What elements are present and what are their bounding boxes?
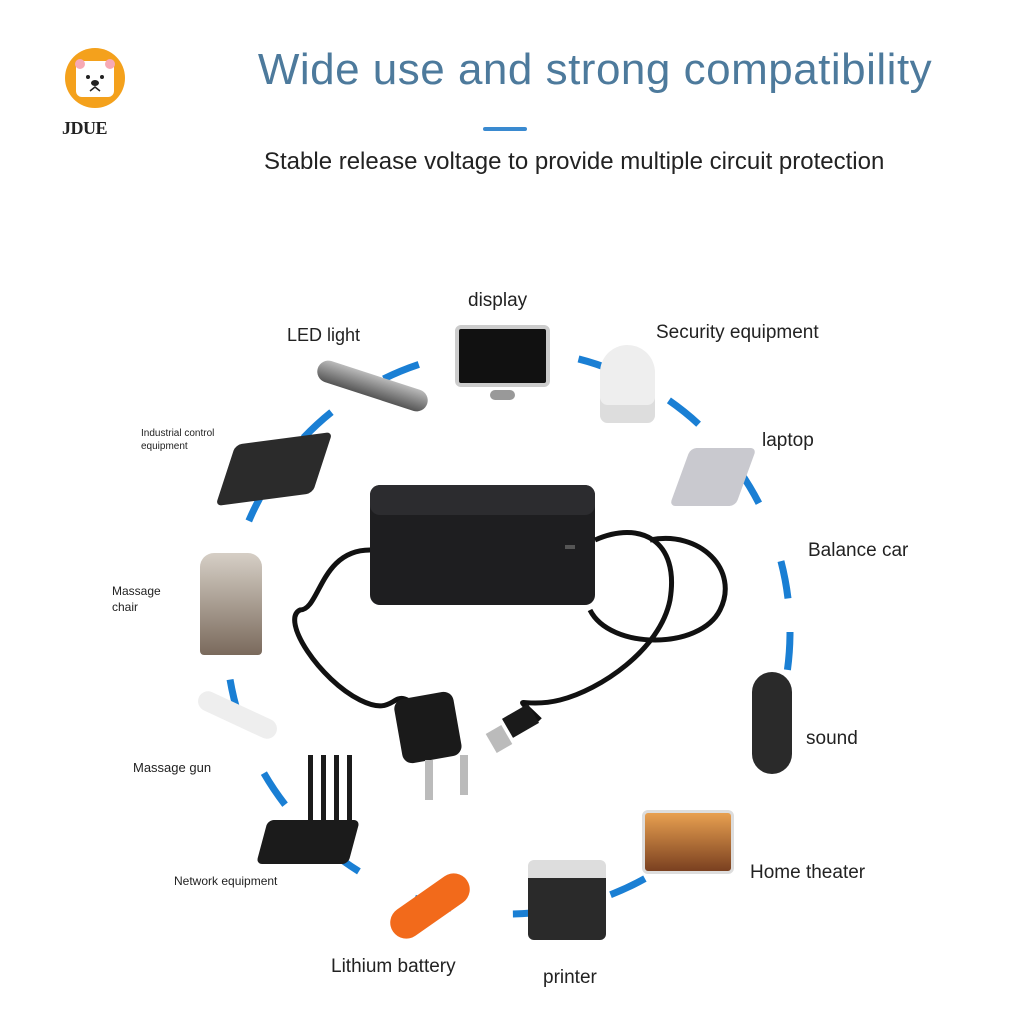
massage-chair-image — [200, 553, 262, 655]
label-network-equipment: Network equipment — [174, 874, 278, 888]
label-display: display — [468, 290, 528, 311]
monitor-image — [455, 325, 550, 387]
title-divider — [483, 127, 527, 131]
label-massage-chair: Massage chair — [112, 583, 161, 615]
page-title: Wide use and strong compatibility — [257, 45, 933, 94]
label-home-theater: Home theater — [750, 862, 866, 883]
router-antennas — [308, 755, 353, 825]
label-led-light: LED light — [287, 325, 361, 345]
label-balance-car: Balance car — [808, 540, 909, 561]
label-massage-chair-line1: Massage — [112, 584, 161, 598]
projector-screen-image — [642, 810, 734, 874]
label-industrial-control: Industrial control equipment — [141, 427, 214, 453]
label-lithium-battery: Lithium battery — [331, 956, 456, 977]
monitor-stand — [490, 390, 515, 400]
label-security-equipment: Security equipment — [656, 322, 819, 343]
speaker-image — [752, 672, 792, 774]
label-printer: printer — [543, 967, 597, 988]
power-adapter-image — [292, 485, 728, 800]
security-camera-image — [600, 345, 655, 423]
label-industrial-line2: equipment — [141, 441, 188, 452]
brand-logo — [60, 45, 130, 115]
label-massage-gun: Massage gun — [133, 760, 212, 775]
label-laptop: laptop — [762, 430, 814, 451]
label-industrial-line1: Industrial control — [141, 428, 215, 439]
brand-name: JDUE — [62, 118, 108, 138]
page-subtitle: Stable release voltage to provide multip… — [264, 148, 885, 175]
label-sound: sound — [806, 728, 858, 749]
router-image — [256, 820, 360, 864]
lion-logo-icon — [65, 48, 125, 108]
label-massage-chair-line2: chair — [112, 600, 139, 614]
printer-image — [528, 860, 606, 940]
